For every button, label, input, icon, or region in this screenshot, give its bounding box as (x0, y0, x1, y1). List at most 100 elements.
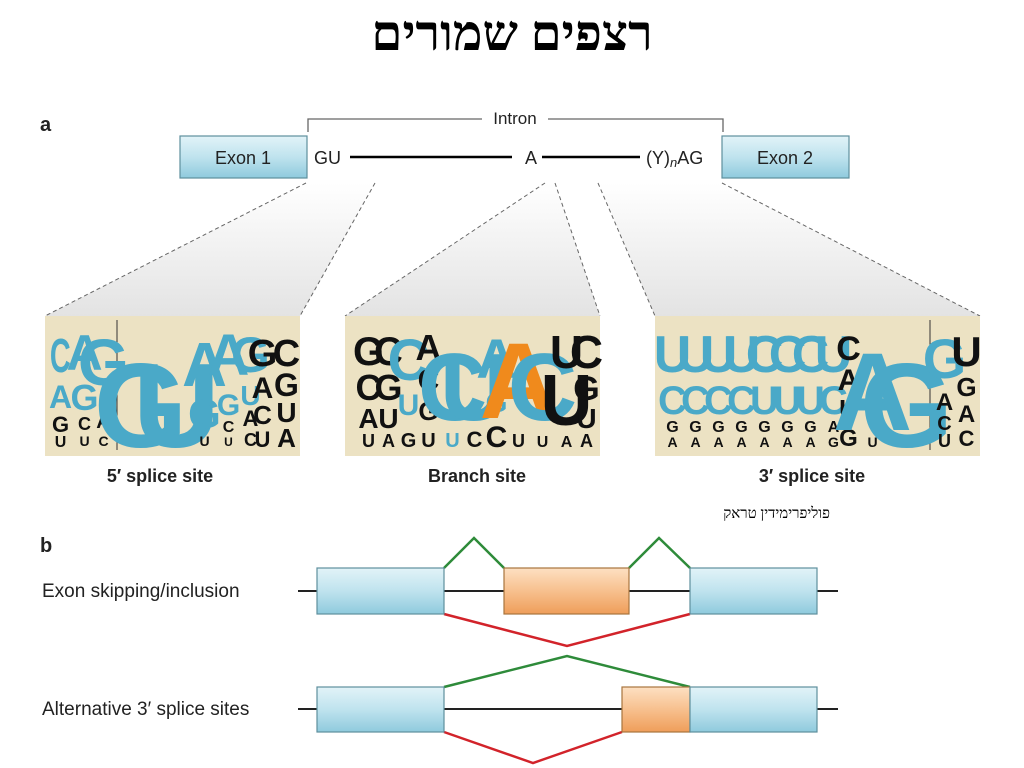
svg-text:C: C (746, 326, 783, 384)
row1-exon-1 (316, 567, 445, 615)
caption-branch: Branch site (428, 466, 526, 486)
row2-alternative-region (621, 686, 691, 733)
svg-text:G: G (188, 390, 220, 437)
svg-text:C: C (244, 430, 257, 450)
svg-text:A: A (208, 323, 249, 388)
svg-text:G: G (860, 339, 952, 473)
zoom-funnels (44, 182, 981, 317)
svg-text:G: G (353, 330, 383, 374)
svg-text:U: U (133, 339, 219, 473)
svg-text:C: C (418, 364, 439, 397)
svg-text:G: G (70, 377, 97, 418)
intron-label: Intron (493, 109, 536, 128)
row-alt-3prime-label: Alternative 3′ splice sites (42, 699, 249, 720)
svg-text:U: U (276, 397, 295, 428)
svg-text:G: G (486, 387, 507, 418)
svg-text:A: A (713, 434, 723, 450)
branch-a-label: A (525, 148, 537, 168)
svg-text:A: A (358, 403, 378, 434)
svg-text:U: U (796, 379, 824, 423)
svg-text:U: U (378, 403, 397, 434)
svg-text:G: G (758, 419, 770, 436)
svg-text:G: G (78, 325, 128, 399)
svg-text:C: C (508, 334, 576, 441)
svg-text:C: C (570, 326, 602, 378)
svg-text:U: U (700, 326, 737, 384)
svg-text:A: A (277, 423, 296, 453)
svg-text:C: C (704, 379, 732, 423)
svg-text:G: G (828, 434, 839, 450)
short-splice (443, 730, 623, 765)
row1-alternative-exon (503, 567, 630, 615)
svg-text:G: G (248, 333, 277, 375)
svg-text:C: C (959, 426, 975, 451)
svg-text:A: A (833, 331, 911, 454)
svg-text:A: A (580, 431, 593, 451)
svg-text:C: C (50, 330, 70, 383)
svg-text:U: U (773, 379, 801, 423)
svg-text:A: A (66, 325, 101, 381)
svg-text:U: U (537, 434, 548, 451)
svg-text:A: A (476, 327, 515, 390)
svg-text:A: A (958, 401, 975, 428)
svg-text:G: G (94, 339, 186, 473)
svg-text:U: U (867, 434, 877, 450)
skipping-splice (443, 612, 691, 648)
row2-exon-1 (316, 686, 445, 733)
logo-branch-box (345, 316, 600, 456)
svg-text:U: U (723, 326, 760, 384)
svg-text:U: U (938, 431, 950, 451)
svg-text:G: G (52, 412, 68, 437)
gu-label: GU (314, 148, 341, 168)
svg-text:C: C (769, 326, 806, 384)
alt-3prime-diagram (298, 654, 838, 765)
caption-5prime: 5′ splice site (107, 466, 213, 486)
svg-text:U: U (654, 326, 691, 384)
svg-text:A: A (736, 434, 746, 450)
exon-2-box (721, 135, 850, 179)
svg-text:A: A (690, 434, 700, 450)
caption-3prime: 3′ splice site (759, 466, 865, 486)
svg-text:C: C (253, 400, 272, 430)
polypyrimidine-label: (Y)nAG (646, 148, 703, 170)
svg-text:C: C (418, 334, 486, 441)
svg-text:G: G (804, 419, 816, 436)
svg-text:A: A (252, 372, 273, 405)
logo-3prime-box (655, 316, 980, 456)
svg-text:C: C (356, 367, 382, 408)
svg-text:A: A (805, 434, 815, 450)
svg-text:C: C (658, 379, 686, 423)
svg-text:G: G (418, 396, 437, 426)
svg-text:C: C (374, 330, 402, 374)
svg-text:U: U (445, 430, 459, 452)
svg-text:C: C (223, 419, 235, 436)
svg-text:C: C (937, 413, 951, 435)
svg-text:G: G (839, 425, 857, 452)
svg-text:C: C (819, 379, 847, 423)
svg-text:U: U (512, 431, 524, 451)
exon-2-label: Exon 2 (757, 148, 813, 168)
logo-3prime: U C G A U C G A U C G A U C G A C U G A … (654, 320, 982, 473)
inclusion-splice-left (443, 536, 505, 569)
svg-text:G: G (956, 372, 975, 402)
svg-text:U: U (398, 389, 419, 422)
slide-title: רצפים שמורים (371, 5, 653, 61)
svg-text:C: C (727, 379, 755, 423)
svg-text:A: A (96, 411, 110, 433)
svg-text:C: C (273, 333, 300, 375)
svg-text:A: A (838, 364, 859, 397)
svg-text:U: U (55, 434, 66, 451)
row1-exon-2 (689, 567, 818, 615)
svg-text:C: C (388, 328, 429, 393)
svg-text:G: G (573, 370, 598, 408)
svg-text:G: G (923, 327, 966, 390)
svg-text:C: C (78, 414, 91, 434)
svg-text:C: C (98, 433, 108, 449)
svg-text:U: U (550, 326, 582, 378)
svg-text:G: G (712, 419, 724, 436)
long-splice (443, 654, 691, 689)
exon-1-label: Exon 1 (215, 148, 271, 168)
svg-text:U: U (677, 326, 714, 384)
svg-text:C: C (836, 330, 860, 368)
svg-text:C: C (681, 379, 709, 423)
